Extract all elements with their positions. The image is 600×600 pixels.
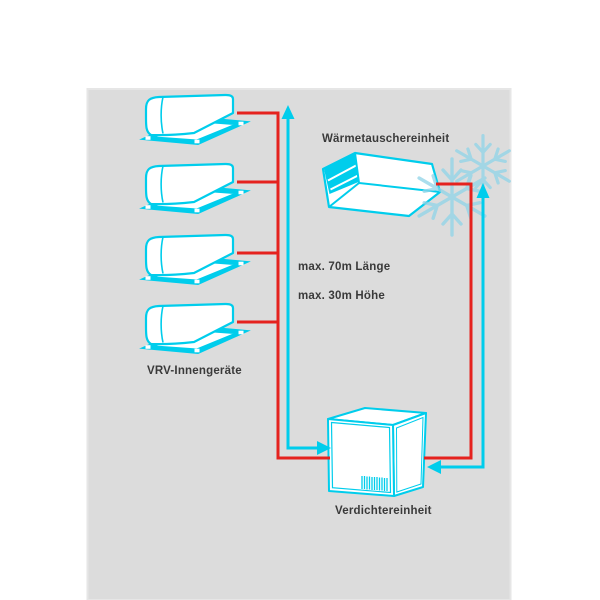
heat-exchanger-unit — [321, 151, 442, 218]
flow-arrow-up-icon — [281, 105, 295, 119]
compressor-label: Verdichtereinheit — [335, 505, 432, 517]
indoor-units-label: VRV-Innengeräte — [147, 365, 242, 377]
flow-arrows — [281, 105, 490, 474]
hot-refrigerant-pipes — [237, 111, 473, 460]
cold-refrigerant-pipes — [286, 118, 485, 469]
max-height-label: max. 30m Höhe — [298, 290, 385, 302]
heat-exchanger-label: Wärmetauschereinheit — [322, 133, 449, 145]
flow-arrow-right-icon — [317, 441, 331, 455]
compressor-grille — [361, 476, 388, 491]
max-length-label: max. 70m Länge — [298, 261, 390, 273]
compressor-unit — [327, 407, 427, 497]
flow-arrow-up-icon — [476, 183, 490, 198]
flow-arrow-left-icon — [427, 460, 441, 474]
